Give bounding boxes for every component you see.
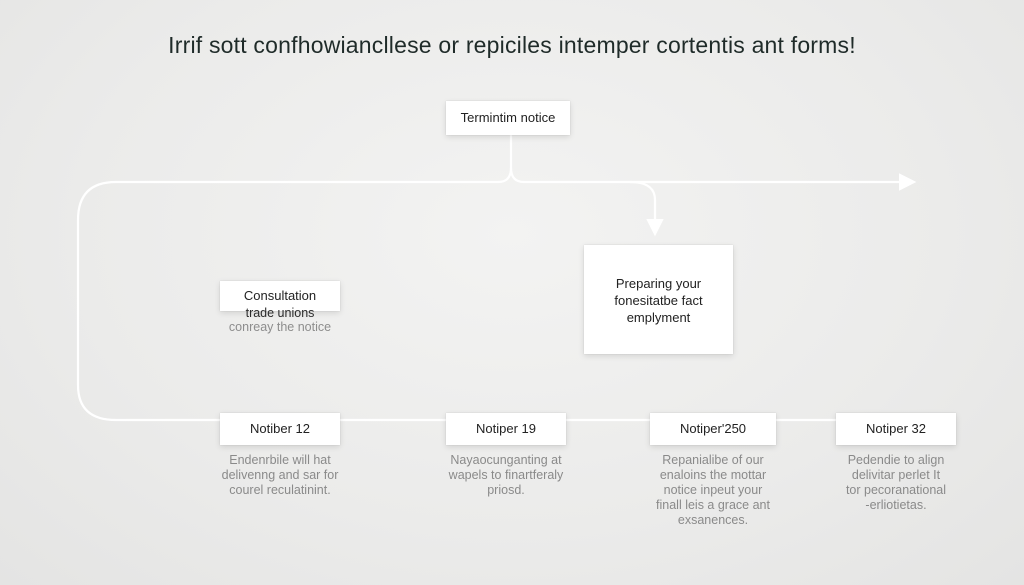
preparing-line-2: fonesitatbe fact	[614, 293, 703, 308]
step-desc-3-line: exsanences.	[677, 513, 749, 527]
preparing-box: Preparing your fonesitatbe fact emplymen…	[584, 245, 733, 354]
consultation-subtitle: trade unions	[245, 306, 315, 320]
preparing-line-1: Preparing your	[615, 276, 702, 291]
step-desc-1: Endenrbile will hat delivenng and sar fo…	[200, 453, 360, 498]
step-desc-3: Repanialibe of our enaloins the mottar n…	[618, 453, 808, 528]
step-desc-3-line: Repanialibe of our	[662, 453, 764, 467]
step-label-2: Notiper 19	[476, 421, 536, 436]
diagram-title: Irrif sott confhowiancllese or repiciles…	[168, 32, 856, 58]
step-label-4: Notiper 32	[866, 421, 926, 436]
step-desc-2-line: priosd.	[487, 483, 525, 497]
step-box-2: Notiper 19	[446, 413, 566, 445]
step-desc-2-line: Nayaocunganting at	[450, 453, 562, 467]
step-desc-3-line: finall leis a grace ant	[656, 498, 770, 512]
step-box-4: Notiper 32	[836, 413, 956, 445]
consultation-box: Consultation	[220, 281, 340, 311]
prep-branch-line	[628, 180, 664, 237]
preparing-line-3: emplyment	[626, 310, 691, 325]
consultation-caption: conreay the notice	[228, 320, 332, 334]
step-label-1: Notiber 12	[250, 421, 310, 436]
step-desc-4-line: tor pecoranational	[845, 483, 947, 497]
step-box-1: Notiber 12	[220, 413, 340, 445]
step-desc-2-line: wapels to finartferaly	[448, 468, 564, 482]
step-label-3: Notiper'250	[679, 421, 747, 436]
termination-notice-label: Termintim notice	[460, 110, 556, 125]
step-desc-4: Pedendie to align delivitar perlet It to…	[816, 453, 976, 513]
step-desc-2: Nayaocunganting at wapels to finartferal…	[426, 453, 586, 498]
consultation-label: Consultation	[243, 288, 317, 303]
step-desc-1-line: courel reculatinint.	[229, 483, 331, 497]
step-desc-4-line: -erliotietas.	[865, 498, 927, 512]
step-desc-1-line: Endenrbile will hat	[229, 453, 331, 467]
step-desc-4-line: Pedendie to align	[847, 453, 945, 467]
step-desc-3-line: notice inpeut your	[663, 483, 763, 497]
main-loop-line	[76, 180, 957, 422]
step-desc-3-line: enaloins the mottar	[659, 468, 767, 482]
step-desc-4-line: delivitar perlet It	[851, 468, 941, 482]
top-stem-line	[496, 133, 513, 184]
step-box-3: Notiper'250	[650, 413, 776, 445]
step-desc-1-line: delivenng and sar for	[221, 468, 339, 482]
termination-notice-box: Termintim notice	[446, 101, 570, 135]
